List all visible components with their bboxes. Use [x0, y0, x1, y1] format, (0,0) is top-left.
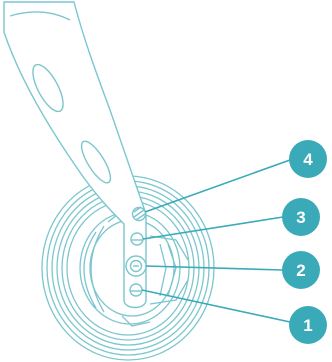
headband-arm-outline: [4, 2, 146, 308]
callout-4: 4: [289, 140, 327, 178]
swivel-bracket-side-2: [160, 244, 166, 296]
swivel-left-arc-2: [91, 226, 104, 312]
headband-arm: [4, 2, 146, 308]
callout-4-label: 4: [303, 150, 313, 169]
leader-line-3: [143, 217, 283, 239]
second-hole: [131, 233, 143, 245]
callout-2-label: 2: [296, 261, 305, 280]
bottom-hole: [130, 284, 142, 296]
callout-1: 1: [289, 306, 327, 344]
callout-3-label: 3: [296, 208, 305, 227]
callout-1-label: 1: [303, 316, 312, 335]
callout-2: 2: [282, 251, 320, 289]
leader-line-1: [142, 290, 290, 322]
callout-3: 3: [282, 198, 320, 236]
